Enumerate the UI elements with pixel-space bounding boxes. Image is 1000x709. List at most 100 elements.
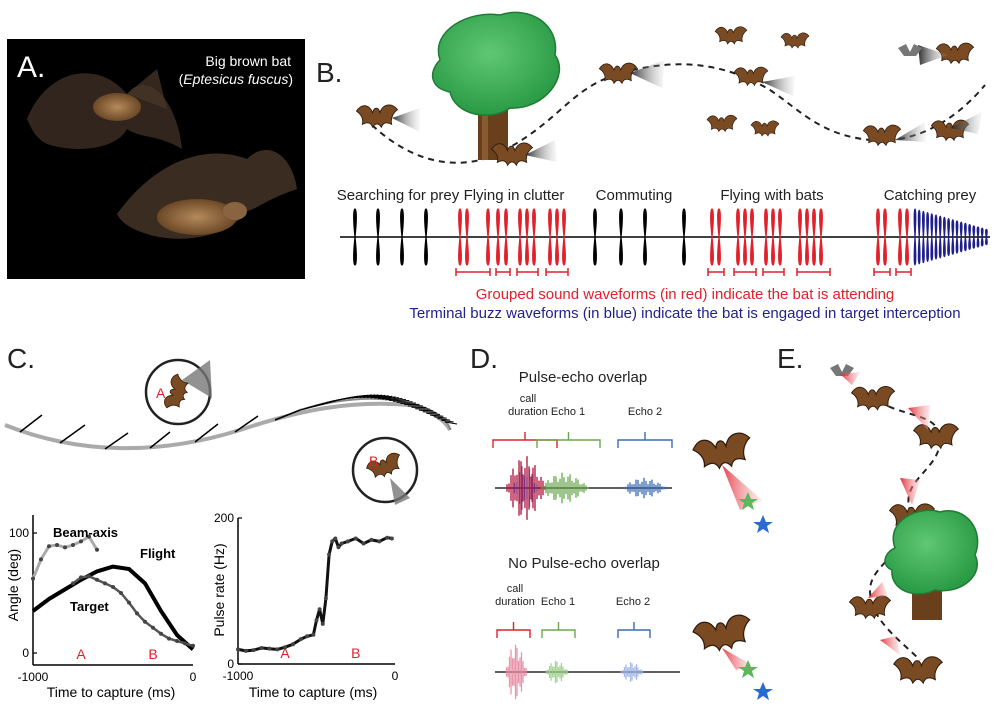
beam-tick <box>422 411 437 414</box>
series-point <box>95 577 99 582</box>
star-green-icon <box>738 492 758 510</box>
series-point <box>87 534 91 539</box>
waveform-pulse <box>778 208 782 266</box>
waveform-pulse <box>913 208 917 266</box>
waveform-pulse <box>562 208 566 266</box>
x-tick-label: -1000 <box>18 670 49 684</box>
no-overlap-brackets <box>496 622 651 638</box>
waveform-pulse <box>764 208 768 266</box>
waveform-pulse <box>504 208 508 266</box>
phase-label-clutter: Flying in clutter <box>464 187 565 204</box>
series-point <box>330 539 335 544</box>
d-bat-top <box>690 430 773 533</box>
angle-chart: Angle (deg) Time to capture (ms) 0100-10… <box>5 515 197 700</box>
overlap-waveform <box>506 456 667 520</box>
waveform-pulse <box>619 208 623 266</box>
bracket <box>492 432 558 448</box>
waveform-pulse <box>947 217 950 257</box>
chart1-xlabel: Time to capture (ms) <box>47 684 176 700</box>
note-grouped: Grouped sound waveforms (in red) indicat… <box>476 286 895 303</box>
e-bat-5 <box>893 656 943 684</box>
beam-catch-1 <box>895 122 926 142</box>
waveform-pulse <box>643 208 647 266</box>
beam-tick <box>444 421 458 425</box>
inset-b-marker: B <box>369 453 378 469</box>
series-point <box>327 552 332 557</box>
beam-tick <box>381 397 400 400</box>
e-bat-4 <box>848 595 892 619</box>
series-point <box>251 648 256 653</box>
series-point <box>275 647 280 652</box>
series-point <box>39 557 43 562</box>
waveform-pulse <box>353 208 357 266</box>
series-point <box>95 547 99 552</box>
overlap-call-label-1: call <box>520 393 537 405</box>
beam-catch-2 <box>950 112 982 134</box>
beam-tick <box>194 423 219 443</box>
series-point <box>361 541 366 546</box>
bat-clutter <box>491 142 533 166</box>
series-label: Target <box>70 599 109 614</box>
chart-annotation: A <box>280 645 290 661</box>
beam-tick <box>370 395 389 399</box>
x-tick-label: 0 <box>190 670 197 684</box>
beam-tick <box>274 409 301 421</box>
trajectory-c <box>4 394 458 451</box>
series-point <box>151 625 155 630</box>
series-point <box>339 541 344 546</box>
beam-direction-ticks <box>19 394 458 450</box>
x-tick-label: -1000 <box>223 669 254 683</box>
series-label: Beam-axis <box>53 525 118 540</box>
waveform-pulse <box>898 208 902 266</box>
moth-icon <box>830 364 854 376</box>
series-point <box>103 581 107 586</box>
waveform-pulse <box>955 220 959 254</box>
series-point <box>323 596 328 601</box>
waveform-pulse <box>496 208 500 266</box>
star-blue-icon <box>753 682 773 700</box>
waveform-pulse <box>548 208 552 266</box>
d-bat-bottom <box>690 612 773 700</box>
e-bat-1 <box>851 385 895 411</box>
bat-group-4 <box>706 114 738 132</box>
waveform-pulse <box>743 208 747 266</box>
waveform-pulse <box>976 226 980 248</box>
series-point <box>175 639 179 643</box>
waveform-pulse <box>400 208 404 266</box>
panel-a-photo: A. Big brown bat (Eptesicus fuscus) <box>7 39 305 279</box>
waveform-pulse <box>985 228 988 246</box>
waveform-pulse <box>486 208 490 266</box>
moth-b <box>898 44 922 56</box>
beam-tick <box>59 424 86 444</box>
chart-annotation: B <box>351 645 360 661</box>
beam-clutter <box>525 140 557 162</box>
waveform-pulse <box>951 219 955 255</box>
waveform-pulse <box>980 227 984 247</box>
beam-tick <box>104 432 129 450</box>
series-point <box>389 536 394 541</box>
waveform-pulse <box>959 221 963 253</box>
waveform-pulse <box>819 208 823 266</box>
series-point <box>243 648 248 653</box>
series-point <box>336 545 341 550</box>
beam-tick <box>430 414 444 417</box>
waveform-pulse <box>771 208 775 266</box>
bracket <box>536 432 601 448</box>
beam-tick <box>19 414 43 433</box>
bracket <box>541 622 576 638</box>
series-line <box>72 574 194 647</box>
series-point <box>298 637 303 642</box>
waveform-pulse <box>905 208 909 266</box>
bat-photo-lower <box>117 150 297 239</box>
chart2-xlabel: Time to capture (ms) <box>249 684 378 700</box>
beam-catch-3 <box>918 45 948 65</box>
series-point <box>47 544 51 549</box>
series-point <box>259 645 264 650</box>
series-point <box>183 641 187 646</box>
waveform-pulse <box>424 208 428 266</box>
pulse-rate-chart: Pulse rate (Hz) Time to capture (ms) 020… <box>211 511 399 700</box>
beam-tick <box>378 396 396 400</box>
waveform-pulse <box>458 208 462 266</box>
bracket <box>617 432 673 448</box>
